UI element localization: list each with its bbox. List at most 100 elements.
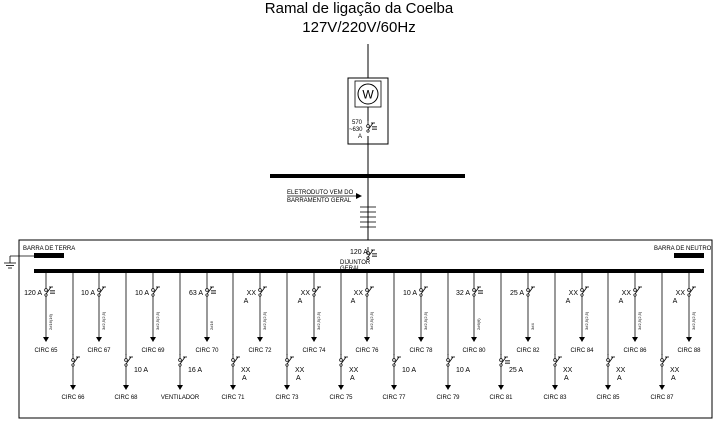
arrow-down-icon: [471, 337, 477, 342]
breaker-icon: [392, 354, 401, 367]
breaker-icon: [419, 284, 428, 297]
arrow-down-icon: [498, 385, 504, 390]
breaker-icon: [339, 354, 348, 367]
breaker-rating: XX: [354, 290, 364, 297]
breaker-unit: A: [244, 298, 249, 305]
breaker-icon: [44, 284, 55, 297]
arrow-down-icon: [418, 337, 424, 342]
wire-spec: 2#16: [209, 320, 214, 330]
arrow-down-icon: [364, 337, 370, 342]
breaker-unit: A: [351, 298, 356, 305]
breaker-rating: 120 A: [24, 290, 42, 297]
meter-breaker-rating-bottom: ~630: [349, 127, 363, 133]
breaker-unit: A: [298, 298, 303, 305]
breaker-rating: 16 A: [188, 367, 202, 374]
breaker-icon: [580, 284, 589, 297]
breaker-icon: [366, 120, 377, 133]
circuit-upper: 120 A2#16(16)CIRC 65: [24, 273, 58, 354]
breaker-icon: [178, 354, 187, 367]
wire-spec: 3#2,5(2,5): [155, 311, 160, 330]
breaker-rating: XX: [622, 290, 632, 297]
wire-spec: 3#2,5(2,5): [637, 311, 642, 330]
breaker-unit: A: [296, 375, 301, 382]
breaker-icon: [285, 354, 294, 367]
breaker-rating: 10 A: [135, 290, 149, 297]
wire-spec: 3#2,5(2,5): [584, 311, 589, 330]
breaker-icon: [526, 284, 535, 297]
main-breaker-label-line1: DIJUNTOR: [340, 260, 371, 266]
arrow-down-icon: [338, 385, 344, 390]
breaker-rating: XX: [241, 367, 251, 374]
circuit-label: CIRC 68: [114, 395, 138, 401]
breaker-unit: A: [242, 375, 247, 382]
breaker-icon: [258, 284, 267, 297]
circuit-label: CIRC 80: [462, 348, 486, 354]
circuit-label: CIRC 73: [275, 395, 299, 401]
meter-breaker-icon: [366, 120, 377, 133]
breaker-unit: A: [617, 375, 622, 382]
breaker-icon: [312, 284, 321, 297]
wire-spec: 3#2,5(2,5): [316, 311, 321, 330]
circuit-label: CIRC 71: [221, 395, 245, 401]
breaker-rating: 10 A: [456, 367, 470, 374]
breaker-rating: XX: [569, 290, 579, 297]
breaker-rating: 10 A: [134, 367, 148, 374]
breaker-icon: [499, 354, 510, 367]
breaker-rating: XX: [670, 367, 680, 374]
breaker-rating: XX: [295, 367, 305, 374]
conduit-label-line2: BARRAMENTO GERAL: [287, 198, 352, 204]
circuit-label: CIRC 69: [141, 348, 165, 354]
arrow-down-icon: [391, 385, 397, 390]
breaker-icon: [660, 354, 669, 367]
circuit-label: CIRC 67: [87, 348, 111, 354]
wattmeter-icon: [357, 83, 379, 105]
circuit-label: CIRC 87: [650, 395, 674, 401]
breaker-rating: 10 A: [403, 290, 417, 297]
breaker-rating: 25 A: [509, 367, 523, 374]
circuit-label: CIRC 86: [623, 348, 647, 354]
diagram-title: Ramal de ligação da Coelba: [264, 0, 454, 17]
arrow-down-icon: [123, 385, 129, 390]
circuit-label: CIRC 70: [195, 348, 219, 354]
wattmeter-symbol: W: [362, 88, 374, 102]
breaker-icon: [472, 284, 483, 297]
breaker-icon: [231, 354, 240, 367]
breaker-icon: [553, 354, 562, 367]
arrow-down-icon: [686, 337, 692, 342]
circuit-upper: 10 A3#2,5(2,5)CIRC 67: [81, 273, 111, 354]
breaker-rating: 32 A: [456, 290, 470, 297]
arrow-down-icon: [659, 385, 665, 390]
diagram-subtitle: 127V/220V/60Hz: [302, 19, 416, 36]
breaker-rating: 25 A: [510, 290, 524, 297]
neutral-bar-label: BARRA DE NEUTRO: [654, 246, 712, 252]
wire-spec: 3#4: [530, 323, 535, 330]
circuit-label: CIRC 78: [409, 348, 433, 354]
wire-spec: 3#2,5(2,5): [691, 311, 696, 330]
circuit-lower: XXA CIRC 87: [650, 273, 680, 401]
circuit-upper: 10 A 3#2,5(2,5) CIRC 69: [135, 273, 165, 354]
breaker-icon: [365, 284, 374, 297]
breaker-icon: [205, 284, 216, 297]
breaker-icon: [366, 247, 377, 260]
breaker-rating: XX: [563, 367, 573, 374]
arrow-down-icon: [552, 385, 558, 390]
breaker-icon: [446, 354, 455, 367]
wire-spec: 3#2,5(2,5): [262, 311, 267, 330]
breaker-rating: XX: [616, 367, 626, 374]
arrow-down-icon: [284, 385, 290, 390]
breaker-rating: 10 A: [81, 290, 95, 297]
circuit-label: CIRC 88: [677, 348, 701, 354]
breaker-unit: A: [671, 375, 676, 382]
ground-icon: [4, 255, 34, 269]
arrow-down-icon: [70, 385, 76, 390]
circuit-label: CIRC 65: [34, 348, 58, 354]
circuit-upper: 10 A3#2,5(2,5)CIRC 78: [403, 273, 433, 354]
